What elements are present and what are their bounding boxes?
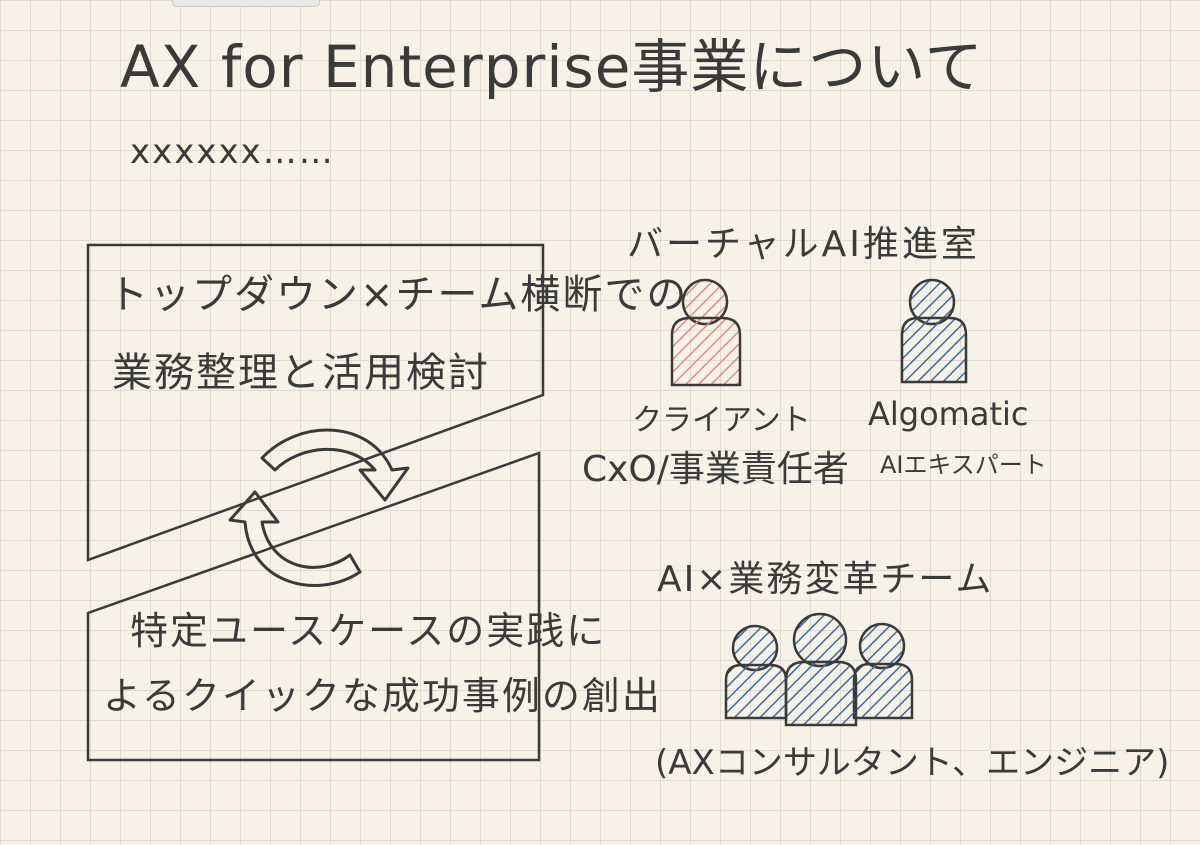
ax-team-note: (AXコンサルタント、エンジニア) (655, 743, 1170, 783)
bottom-box-line1: 特定ユースケースの実践に (130, 609, 607, 653)
top-box-line2: 業務整理と活用検討 (112, 350, 490, 396)
cycle-icon (228, 428, 410, 587)
bottom-box-line2: よるクイックな成功事例の創出 (103, 674, 662, 718)
bottom-box-outline (86, 451, 541, 762)
top-box-line1: トップダウン×チーム横断での (108, 272, 689, 318)
client-role: CxO/事業責任者 (582, 449, 849, 490)
team-member-right (852, 622, 914, 720)
ax-team-title: AI×業務変革チーム (657, 559, 994, 600)
team-group-icon (724, 612, 914, 727)
team-member-center (784, 612, 858, 727)
client-person-icon (670, 278, 742, 387)
page-title: AX for Enterprise事業について (120, 33, 984, 101)
algomatic-label: Algomatic (868, 395, 1029, 433)
algomatic-role: AIエキスパート (880, 451, 1047, 479)
algomatic-person-icon (900, 278, 968, 384)
virtual-team-title: バーチャルAI推進室 (627, 224, 980, 265)
team-member-left (724, 624, 788, 720)
scroll-handle[interactable] (172, 0, 320, 7)
client-label: クライアント (632, 403, 811, 438)
page-subtitle: xxxxxx…… (130, 132, 335, 172)
top-box-outline (86, 243, 545, 562)
